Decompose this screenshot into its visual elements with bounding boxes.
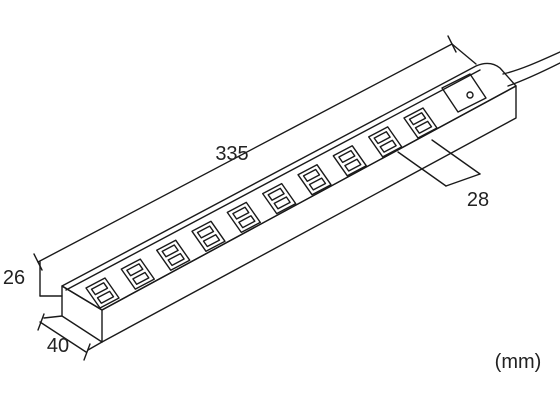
outlet-slot	[90, 282, 109, 296]
dimension-depth	[37, 313, 103, 361]
outlet-frame	[262, 182, 297, 215]
outlet-frame	[226, 201, 261, 234]
outlet	[262, 182, 297, 215]
outlet-slot	[132, 271, 150, 285]
outlet-slot	[408, 112, 427, 126]
outlet-slot	[308, 177, 327, 191]
outlet-slot	[379, 139, 397, 153]
outlet-frame	[403, 107, 438, 139]
outlet	[120, 258, 156, 290]
outlet	[85, 277, 120, 309]
dimension-pitch	[397, 139, 481, 187]
outlet-slot	[126, 263, 144, 277]
outlet-frame	[120, 258, 156, 290]
outlet-slot	[96, 290, 115, 304]
outlet-frame	[191, 220, 226, 253]
strip-right-end	[101, 85, 517, 343]
power-cord	[502, 51, 560, 87]
outlet	[226, 201, 261, 234]
outlet	[332, 145, 367, 177]
outlet-frame	[297, 163, 332, 196]
dimension-length	[33, 35, 477, 271]
outlet-group	[85, 107, 438, 309]
outlet-slot	[161, 244, 179, 258]
strip-top-edge-inner	[65, 69, 481, 291]
outlet-frame	[368, 126, 403, 158]
outlet	[403, 107, 438, 139]
outlet-slot	[414, 120, 433, 134]
outlet-slot	[344, 158, 362, 172]
outlet-frame	[155, 239, 191, 271]
outlet	[368, 126, 403, 158]
depth-label: 40	[47, 335, 69, 357]
outlet-slot	[238, 215, 256, 229]
outlet	[155, 239, 191, 271]
power-switch	[441, 73, 487, 113]
outlet-slot	[232, 206, 250, 220]
outlet-frame	[85, 277, 120, 309]
pitch-label: 28	[467, 189, 489, 211]
height-label: 26	[3, 267, 25, 289]
dimension-height	[39, 261, 63, 297]
strip-top-face	[61, 62, 517, 311]
outlet-slot	[267, 187, 285, 201]
length-label: 335	[215, 143, 248, 165]
outlet-frame	[332, 145, 367, 177]
outlet-slot	[202, 233, 221, 248]
outlet-slot	[338, 149, 356, 164]
outlet-slot	[167, 252, 185, 267]
outlet-slot	[373, 130, 391, 145]
outlet-slot	[302, 168, 321, 183]
outlet-slot	[273, 196, 291, 210]
outlet	[191, 220, 226, 253]
outlet-slot	[196, 225, 215, 239]
outlet	[297, 163, 332, 196]
unit-label: (mm)	[495, 351, 542, 373]
